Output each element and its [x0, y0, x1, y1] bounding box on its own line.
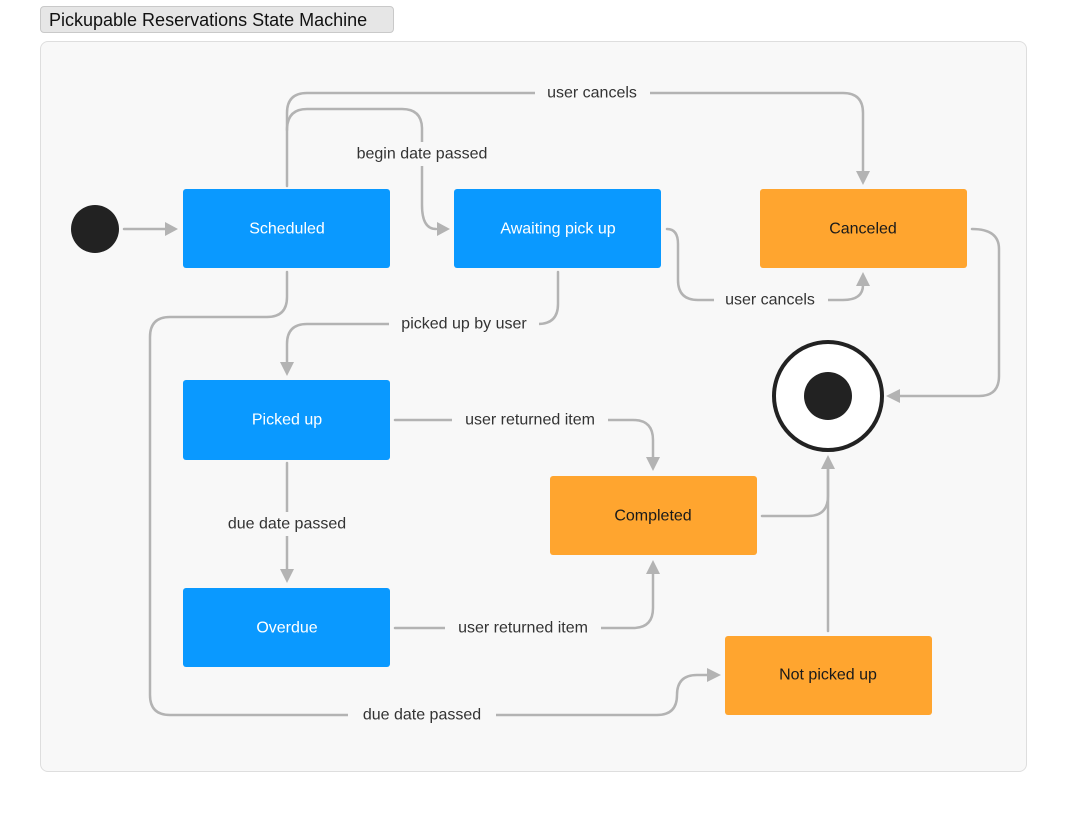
label-user-returned-item-picked: user returned item [452, 408, 608, 432]
label-picked-up-by-user: picked up by user [389, 312, 539, 336]
svg-text:picked up by user: picked up by user [401, 316, 527, 333]
edge-scheduled-to-awaiting [285, 107, 450, 236]
label-begin-date-passed: begin date passed [345, 142, 500, 166]
edge-picked-up-to-completed [393, 418, 660, 471]
state-overdue[interactable]: Overdue [183, 588, 390, 667]
svg-text:due date passed: due date passed [363, 707, 481, 724]
edge-scheduled-to-canceled [285, 91, 870, 188]
state-canceled[interactable]: Canceled [760, 189, 967, 268]
edge-completed-to-final [760, 455, 835, 518]
label-user-cancels-awaiting: user cancels [714, 288, 828, 312]
svg-text:due date passed: due date passed [228, 516, 346, 533]
diagram-title: Pickupable Reservations State Machine [40, 6, 394, 33]
state-scheduled[interactable]: Scheduled [183, 189, 390, 268]
svg-text:user returned item: user returned item [458, 620, 588, 637]
svg-text:Awaiting pick up: Awaiting pick up [500, 221, 615, 238]
final-state-node [772, 340, 884, 452]
state-not-picked-up[interactable]: Not picked up [725, 636, 932, 715]
state-picked-up[interactable]: Picked up [183, 380, 390, 460]
svg-text:Overdue: Overdue [256, 620, 317, 637]
edge-canceled-to-final [886, 227, 1001, 403]
svg-text:user returned item: user returned item [465, 412, 595, 429]
svg-text:Canceled: Canceled [829, 221, 897, 238]
svg-text:begin date passed: begin date passed [357, 146, 488, 163]
edge-overdue-to-completed [393, 560, 660, 630]
svg-text:Picked up: Picked up [252, 412, 322, 429]
label-user-cancels-top: user cancels [535, 81, 650, 105]
edge-initial-to-scheduled [122, 222, 178, 236]
svg-text:user cancels: user cancels [725, 292, 815, 309]
svg-text:Not picked up: Not picked up [779, 667, 877, 684]
svg-text:user cancels: user cancels [547, 85, 637, 102]
state-completed[interactable]: Completed [550, 476, 757, 555]
label-user-returned-item-overdue: user returned item [445, 616, 601, 640]
initial-state-node [71, 205, 119, 253]
state-awaiting-pick-up[interactable]: Awaiting pick up [454, 189, 661, 268]
svg-text:Completed: Completed [614, 508, 691, 525]
edge-awaiting-to-canceled [665, 227, 870, 302]
svg-text:Scheduled: Scheduled [249, 221, 325, 238]
label-due-date-passed-picked: due date passed [212, 512, 362, 536]
label-due-date-passed-scheduled: due date passed [348, 703, 496, 727]
edge-scheduled-to-not-picked-up [148, 270, 721, 717]
